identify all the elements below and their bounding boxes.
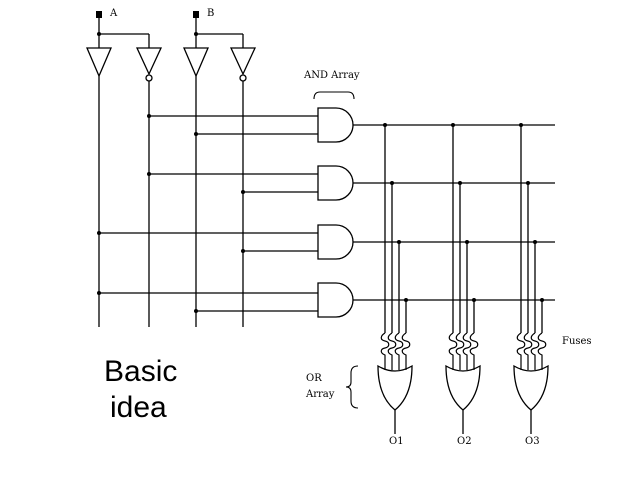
input-b-terminal [193, 11, 199, 18]
fuse [387, 332, 397, 370]
fuse [530, 332, 540, 370]
product-junction-dots [383, 123, 544, 302]
junction-dot [97, 32, 101, 36]
input-a-terminal [96, 11, 102, 18]
inverter-b-gate [229, 47, 257, 76]
fuse [380, 332, 390, 370]
or-gate-1 [377, 364, 413, 434]
and-array-brace [313, 91, 355, 100]
junction-dot [194, 32, 198, 36]
slide-caption: Basic idea [104, 354, 214, 426]
or-array-label-line2: Array [305, 389, 335, 400]
fuse [537, 332, 547, 370]
fuse [455, 332, 465, 370]
and-gate-2 [149, 165, 354, 201]
fuses-label: Fuses [562, 336, 592, 347]
inverter-a-gate [135, 47, 163, 76]
fuse [394, 332, 404, 370]
or-array-label-line1: OR [306, 373, 322, 384]
input-a-label: A [109, 8, 118, 19]
or-array-brace [345, 365, 359, 409]
caption-line-1: Basic [104, 355, 178, 388]
and-gate-4 [99, 282, 354, 318]
output-o1-label: O1 [389, 436, 404, 447]
or-gate-2 [445, 364, 481, 434]
buffer-b-gate [183, 47, 209, 78]
inverter-a-bubble [145, 74, 153, 82]
or-feed-lines [384, 125, 543, 333]
buffer-a-gate [86, 47, 112, 78]
and-array-label: AND Array [303, 70, 360, 81]
inverter-b-bubble [239, 74, 247, 82]
output-o3-label: O3 [525, 436, 540, 447]
or-gate-3 [513, 364, 549, 434]
output-o2-label: O2 [457, 436, 472, 447]
fuse [469, 332, 479, 370]
product-term-lines [353, 124, 555, 301]
fuse-group [380, 332, 547, 370]
and-gate-1 [149, 107, 354, 143]
fuse [462, 332, 472, 370]
input-b-label: B [207, 8, 214, 19]
fuse [401, 332, 411, 370]
fuse [448, 332, 458, 370]
caption-line-2: idea [110, 391, 167, 424]
input-junction-dots [97, 114, 245, 313]
and-gate-3 [99, 224, 354, 260]
input-wiring [98, 18, 244, 48]
fuse [516, 332, 526, 370]
input-lines [98, 76, 244, 327]
fuse [523, 332, 533, 370]
